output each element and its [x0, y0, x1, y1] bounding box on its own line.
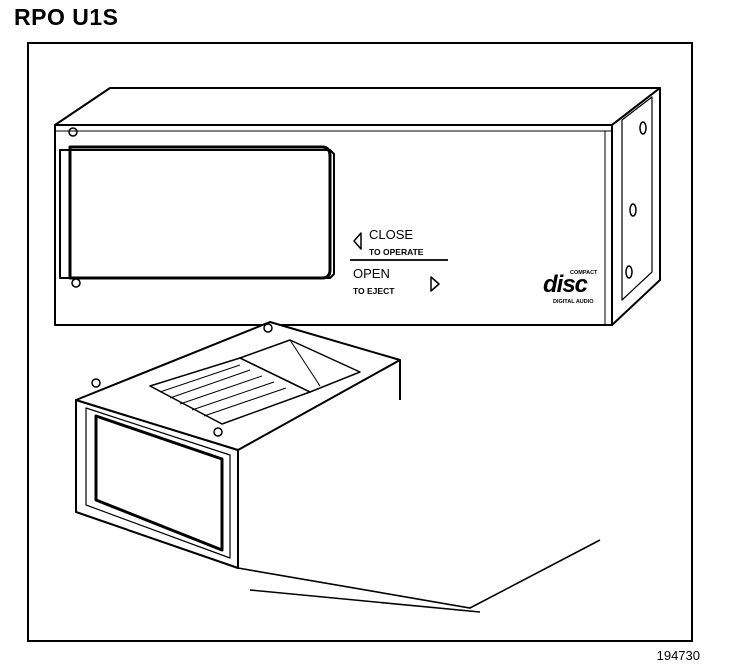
tray-stack-edges: [237, 450, 601, 613]
close-sub-label: TO OPERATE: [369, 247, 424, 257]
changer-unit: [54, 87, 661, 326]
figure-frame: [27, 42, 693, 642]
logo-top-text: COMPACT: [570, 270, 598, 276]
open-label: OPEN: [353, 266, 390, 281]
open-sub-label: TO EJECT: [353, 286, 395, 296]
figure-number: 194730: [656, 648, 700, 663]
page-title: RPO U1S: [14, 4, 119, 30]
close-label: CLOSE: [369, 227, 413, 242]
disc-magazine: [75, 321, 401, 569]
logo-main-text: disc: [543, 271, 588, 298]
logo-bottom-text: DIGITAL AUDIO: [553, 299, 594, 305]
compact-disc-logo: COMPACT disc DIGITAL AUDIO: [543, 270, 598, 305]
